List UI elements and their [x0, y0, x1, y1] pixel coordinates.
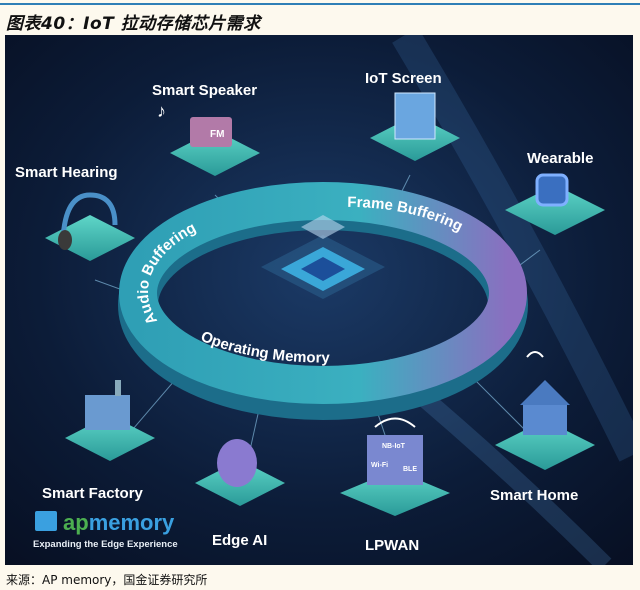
label-smart-home: Smart Home [490, 487, 578, 504]
label-smart-factory: Smart Factory [42, 485, 144, 502]
logo-tagline: Expanding the Edge Experience [33, 539, 178, 550]
apmemory-logo-icon [35, 511, 57, 531]
logo-memory: memory [89, 510, 175, 535]
memory-chip-icon [261, 215, 385, 299]
ai-head-icon [217, 439, 257, 487]
face-wifi: Wi-Fi [371, 462, 388, 469]
wifi-waves-icon [374, 417, 416, 428]
tile-smart-speaker: FM ♪ [157, 101, 260, 176]
headphones-icon [60, 192, 118, 241]
tile-edge-ai [195, 439, 285, 506]
tile-smart-home [495, 351, 595, 470]
music-note-icon: ♪ [157, 101, 166, 121]
top-rule [0, 3, 640, 5]
label-lpwan: LPWAN [365, 537, 419, 554]
iot-memory-diagram: Audio Buffering Frame Buffering Operatin… [5, 35, 633, 565]
screen-icon [394, 92, 436, 140]
memory-ring: Audio Buffering Frame Buffering Operatin… [118, 182, 528, 420]
wireless-cube-icon [367, 435, 423, 485]
tile-wearable [505, 173, 605, 235]
tile-iot-screen [370, 92, 460, 161]
house-icon [520, 380, 570, 405]
tile-smart-hearing [45, 192, 135, 261]
tile-lpwan: NB-IoT Wi-Fi BLE [340, 417, 450, 516]
speaker-badge: FM [210, 129, 224, 140]
label-iot-screen: IoT Screen [365, 70, 442, 87]
tile-smart-factory [65, 380, 155, 461]
factory-icon [85, 395, 130, 430]
watch-icon [535, 173, 569, 207]
apmemory-logo: apmemory Expanding the Edge Experience [33, 510, 178, 550]
face-ble: BLE [403, 466, 417, 473]
label-smart-hearing: Smart Hearing [15, 164, 118, 181]
face-nbiot: NB-IoT [382, 443, 406, 450]
logo-ap: ap [63, 510, 89, 535]
speaker-icon [190, 117, 232, 147]
label-edge-ai: Edge AI [212, 532, 267, 549]
label-wearable: Wearable [527, 150, 593, 167]
label-smart-speaker: Smart Speaker [152, 82, 257, 99]
figure-title: 图表40：IoT 拉动存储芯片需求 [6, 14, 261, 34]
figure-source: 来源：AP memory，国金证券研究所 [6, 573, 208, 587]
svg-text:apmemory: apmemory [63, 510, 175, 535]
